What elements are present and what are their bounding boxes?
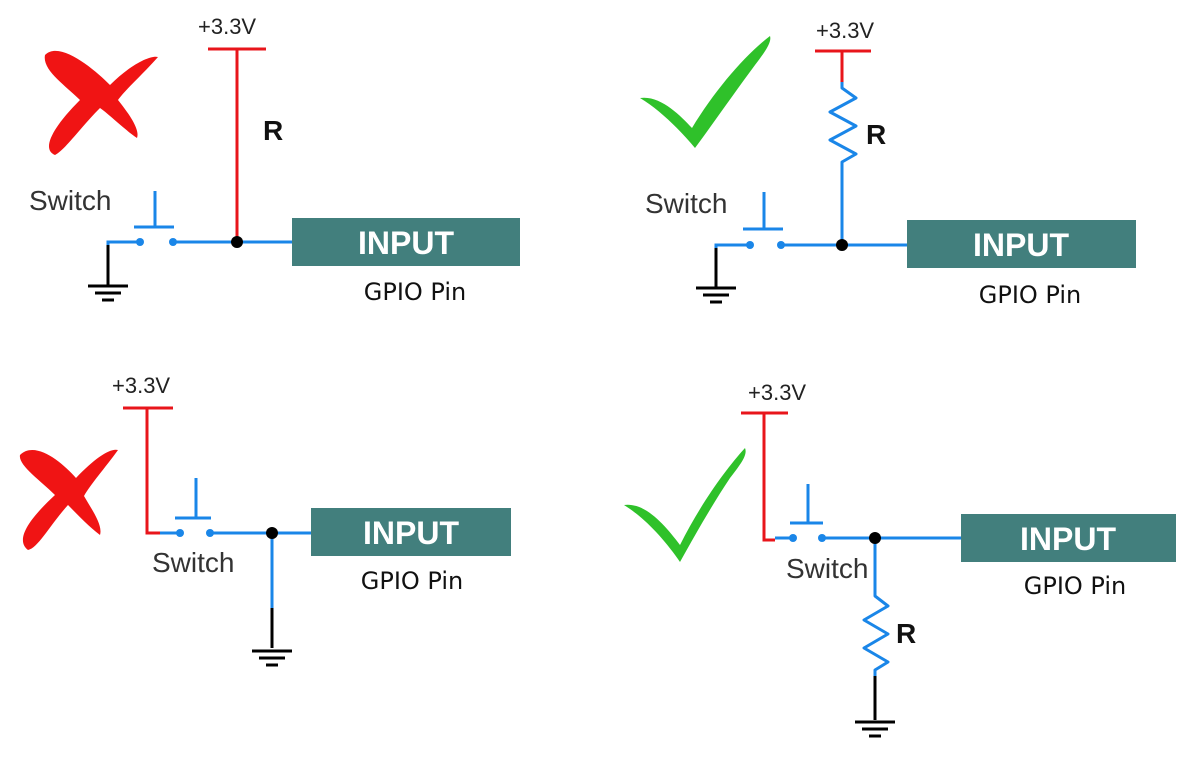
check-icon (624, 448, 746, 562)
switch-wire-left (106, 240, 140, 275)
pushbutton-switch (789, 484, 826, 542)
panel-pulldown-correct: +3.3V Switch R INPUT GPIO Pin (624, 380, 1176, 738)
panel-pullup-correct: +3.3V R Switch INPUT GPIO Pin (640, 18, 1136, 309)
check-icon (640, 36, 771, 148)
switch-label: Switch (29, 185, 111, 216)
input-box (292, 218, 520, 266)
supply-label: +3.3V (816, 18, 874, 43)
resistor-label: R (263, 115, 283, 146)
gpio-pin-label: GPIO Pin (979, 281, 1082, 309)
supply-label: +3.3V (112, 373, 170, 398)
input-box (961, 514, 1176, 562)
gpio-pin-label: GPIO Pin (361, 567, 464, 595)
input-label: INPUT (363, 515, 459, 551)
junction-node (869, 532, 881, 544)
resistor-label: R (896, 618, 916, 649)
pushbutton-switch (743, 192, 785, 249)
ground-icon (853, 720, 897, 738)
input-label: INPUT (358, 225, 454, 261)
ground-icon (250, 649, 294, 667)
input-box (311, 508, 511, 556)
panel-pulldown-wrong: +3.3V Switch INPUT GPIO Pin (19, 373, 511, 667)
cross-icon (19, 449, 118, 550)
ground-icon (694, 286, 738, 304)
resistor-icon (828, 82, 858, 180)
supply-label: +3.3V (748, 380, 806, 405)
junction-node (836, 239, 848, 251)
supply-label: +3.3V (198, 14, 256, 39)
gpio-pin-label: GPIO Pin (1024, 572, 1127, 600)
pushbutton-switch (134, 191, 177, 246)
power-wire (145, 408, 160, 535)
resistor-label: R (866, 119, 886, 150)
input-label: INPUT (1020, 521, 1116, 557)
junction-node (266, 527, 278, 539)
switch-label: Switch (152, 547, 234, 578)
cross-icon (44, 50, 158, 155)
input-label: INPUT (973, 227, 1069, 263)
resistor-icon (862, 590, 890, 676)
input-box (907, 220, 1136, 268)
junction-node (231, 236, 243, 248)
switch-label: Switch (786, 553, 868, 584)
ground-icon (86, 284, 130, 302)
switch-wire-left (714, 243, 750, 275)
pushbutton-switch (175, 478, 214, 537)
switch-label: Switch (645, 188, 727, 219)
gpio-pin-label: GPIO Pin (364, 278, 467, 306)
panel-pullup-wrong: +3.3V R Switch INPUT GPIO Pin (29, 14, 520, 306)
power-wire (762, 413, 775, 542)
